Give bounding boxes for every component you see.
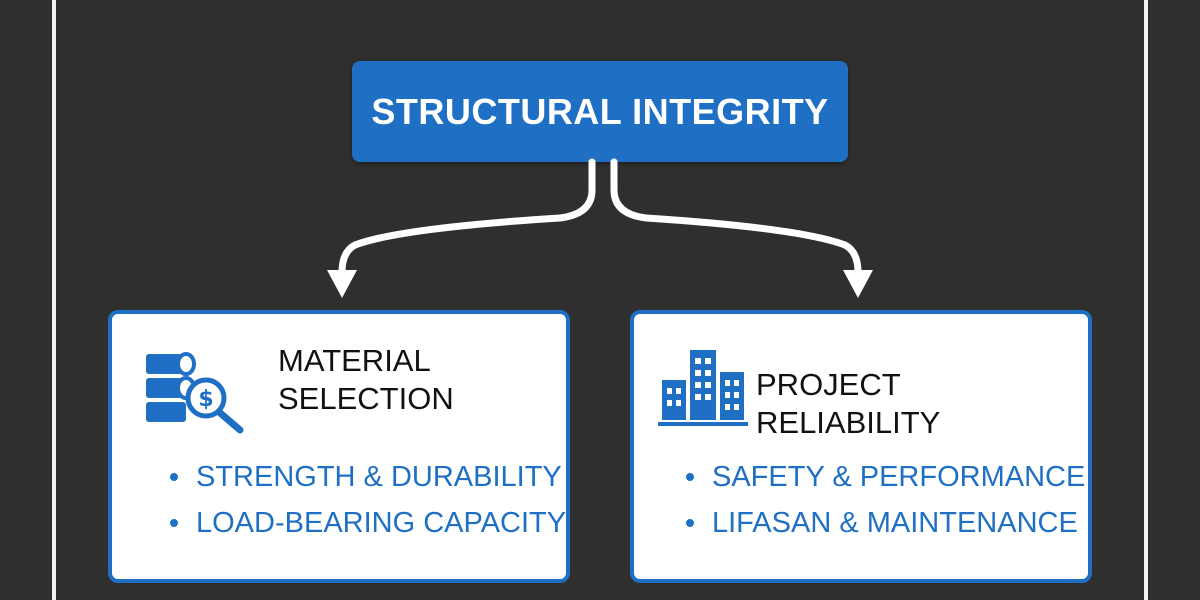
- connector-left: [338, 158, 596, 276]
- material-selection-title-line1: MATERIAL: [278, 343, 431, 378]
- frame-right-border: [1144, 0, 1148, 600]
- root-node: STRUCTURAL INTEGRITY: [352, 61, 848, 162]
- bullet-dot-icon: [170, 519, 178, 527]
- list-item: LOAD-BEARING CAPACITY: [170, 500, 566, 546]
- material-selection-card: $ MATERIAL SELECTION STRENGTH & DURABILI…: [108, 310, 570, 583]
- project-reliability-card: PROJECT RELIABILITY SAFETY & PERFORMANCE…: [630, 310, 1092, 583]
- bullet-text: SAFETY & PERFORMANCE: [712, 461, 1086, 493]
- connector-right: [610, 158, 862, 276]
- arrowhead-right: [843, 270, 873, 298]
- list-item: SAFETY & PERFORMANCE: [686, 454, 1085, 500]
- bullet-dot-icon: [686, 473, 694, 481]
- materials-search-icon: $: [146, 352, 244, 434]
- project-reliability-bullets: SAFETY & PERFORMANCE LIFASAN & MAINTENAN…: [686, 454, 1085, 546]
- list-item: LIFASAN & MAINTENANCE: [686, 500, 1085, 546]
- bullet-dot-icon: [170, 473, 178, 481]
- material-selection-title: MATERIAL SELECTION: [278, 342, 454, 418]
- bullet-text: LIFASAN & MAINTENANCE: [712, 507, 1078, 539]
- bullet-text: LOAD-BEARING CAPACITY: [196, 507, 567, 539]
- arrowhead-left: [327, 270, 357, 298]
- buildings-icon: [658, 350, 748, 426]
- material-selection-bullets: STRENGTH & DURABILITY LOAD-BEARING CAPAC…: [170, 454, 566, 546]
- frame-left-border: [52, 0, 56, 600]
- list-item: STRENGTH & DURABILITY: [170, 454, 566, 500]
- bullet-dot-icon: [686, 519, 694, 527]
- root-node-title: STRUCTURAL INTEGRITY: [371, 90, 829, 132]
- project-reliability-title: PROJECT RELIABILITY: [756, 367, 941, 440]
- svg-text:$: $: [198, 387, 213, 412]
- bullet-text: STRENGTH & DURABILITY: [196, 461, 562, 493]
- material-selection-title-line2: SELECTION: [278, 381, 454, 416]
